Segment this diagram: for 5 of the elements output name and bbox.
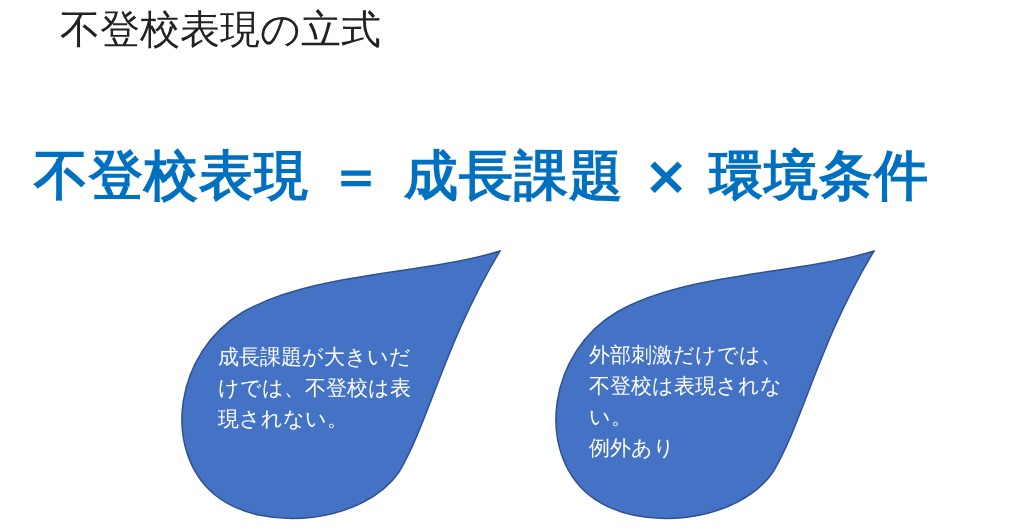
bubble-text: 外部刺激だけでは、不登校は表現されない。	[589, 342, 783, 431]
formula-text: 不登校表現 ＝ 成長課題 × 環境条件	[34, 143, 930, 209]
slide-title: 不登校表現の立式	[60, 5, 381, 54]
bubble-text: 成長課題が大きいだけでは、不登校は表現されない。	[218, 344, 412, 433]
bubble-text: 例外あり	[589, 435, 676, 462]
